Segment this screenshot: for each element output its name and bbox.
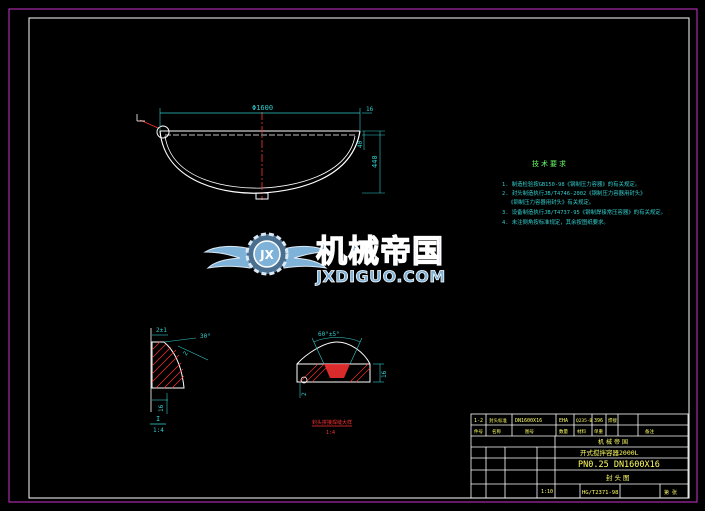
tb-item-no: 1-2	[474, 418, 483, 424]
wing-left-icon	[203, 245, 255, 269]
tb-head-drawing: 图号	[525, 429, 534, 435]
main-view-dimensions	[159, 108, 385, 194]
detail-1-angle: 30°	[200, 333, 211, 340]
tb-item-qty: EHA	[559, 418, 568, 424]
tb-project: 开式搅拌容器2000L	[580, 448, 639, 457]
tb-item-drawing: DN1600X16	[515, 418, 542, 424]
tb-head-no: 件号	[474, 428, 483, 435]
detail-1-dim-a: 2	[182, 350, 190, 357]
tech-req-list: 1. 制造检验按GB150-98《钢制压力容器》的有关规定。 2. 封头制造执行…	[502, 180, 666, 226]
detail-1-scale: 1:4	[153, 427, 164, 434]
tb-head-qty: 数量	[559, 428, 568, 435]
detail-1-gap: 2±1	[156, 327, 167, 334]
tb-head-remark: 备注	[645, 428, 654, 435]
inner-frame	[28, 17, 690, 499]
tb-spec: PN0.25 DN1600X16	[578, 460, 660, 470]
dim-thickness: 16	[366, 106, 374, 113]
tb-head-material: 材料	[577, 428, 586, 435]
tb-head-weight: 单重	[594, 428, 603, 435]
tech-req-line-5: 4. 未注倒角按标准规定，其余按图纸要求。	[502, 218, 609, 226]
detail-2-label: 封头拼接焊缝大样	[312, 419, 352, 426]
wing-right-icon	[279, 245, 331, 269]
watermark-en: JXDIGUO.COM	[315, 267, 446, 286]
tb-item-remark: 焊接	[608, 417, 617, 424]
detail-2-angle: 60°±5°	[318, 331, 340, 338]
detail-2-dim-b: 16	[381, 370, 388, 378]
badge-text: JX	[259, 248, 274, 262]
detail-1	[150, 328, 209, 425]
tb-item-material: Q235-B	[576, 418, 593, 424]
tech-req-title: 技术要求	[532, 159, 568, 168]
detail-2-scale: 1:4	[326, 430, 335, 436]
outer-frame	[8, 8, 698, 503]
title-block	[470, 413, 689, 499]
tb-company: 机械帝国	[598, 438, 630, 446]
dim-flange: 40	[357, 140, 364, 148]
tech-req-line-3: 《钢制压力容器用封头》有关规定。	[508, 198, 594, 206]
dim-diameter: Φ1600	[252, 104, 273, 112]
tech-req-line-1: 1. 制造检验按GB150-98《钢制压力容器》的有关规定。	[502, 180, 640, 188]
detail-2-dim-a: 2	[301, 392, 308, 396]
tech-req-line-4: 3. 设备制造执行JB/T4737-95《钢制焊接常压容器》的有关规定。	[502, 208, 666, 216]
tb-drawing-name: 封头图	[606, 473, 632, 482]
tb-scale: 1:10	[541, 489, 553, 495]
tech-req-line-2: 2. 封头制造执行JB/T4746-2002《钢制压力容器用封头》	[502, 189, 646, 197]
watermark-cn: 机械帝国	[316, 234, 444, 270]
detail-2	[296, 337, 384, 427]
tb-sheet: 第 张	[664, 489, 677, 496]
tb-item-name: 封头标准	[489, 417, 507, 424]
watermark-logo: JX 机械帝国 JXDIGUO.COM	[203, 232, 446, 286]
main-view	[136, 112, 361, 200]
detail-1-dim-b: 16	[158, 404, 165, 412]
tb-item-weight: 396	[594, 418, 603, 424]
tb-standard: HG/T2371-98	[582, 490, 618, 496]
dim-depth: 440	[371, 155, 379, 168]
tb-head-name: 名称	[492, 428, 501, 435]
detail-1-label: I	[156, 415, 160, 423]
